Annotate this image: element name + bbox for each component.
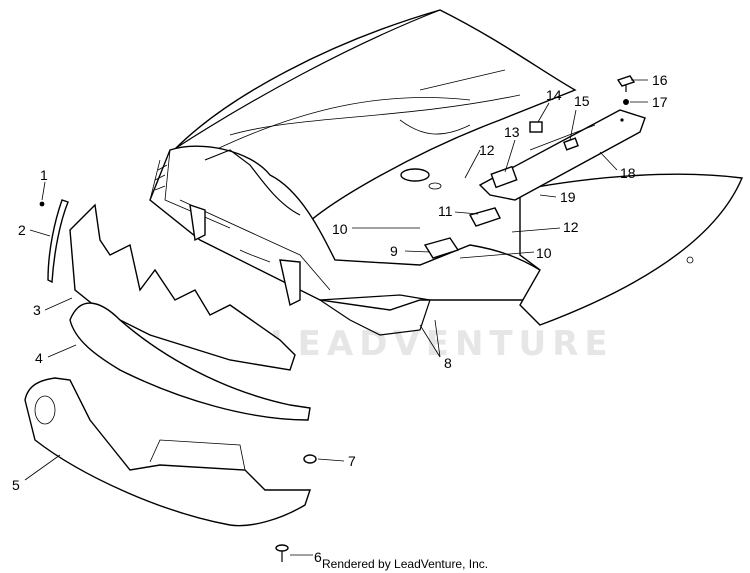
callout-5: 5	[12, 477, 20, 493]
part-2-strip	[47, 199, 69, 284]
callout-19: 19	[560, 189, 576, 205]
callout-18: 18	[620, 165, 636, 181]
callout-12-upper: 12	[479, 142, 495, 158]
watermark: LEADVENTURE	[270, 324, 614, 364]
callout-11: 11	[438, 203, 453, 219]
part-4-bumper-strip	[69, 302, 311, 421]
callout-14: 14	[546, 87, 562, 103]
callout-10-upper: 10	[332, 221, 348, 237]
callout-13: 13	[504, 124, 520, 140]
part-16-fastener	[616, 75, 636, 92]
part-3-bumper	[69, 203, 296, 371]
part-7-screw	[303, 454, 317, 464]
part-5-lower-pan	[24, 377, 311, 527]
footer-credit: Rendered by LeadVenture, Inc.	[322, 557, 488, 571]
callout-12-lower: 12	[563, 219, 579, 235]
callout-4: 4	[35, 350, 43, 366]
part-9-bracket	[423, 237, 460, 259]
callout-9: 9	[390, 243, 398, 259]
part-15-clip	[563, 137, 579, 151]
callout-6: 6	[314, 549, 322, 565]
callout-2: 2	[18, 222, 26, 238]
part-14-clip	[529, 121, 543, 133]
part-17-nut	[623, 99, 629, 105]
callout-17: 17	[652, 94, 668, 110]
part-11-bracket	[468, 207, 501, 227]
callout-7: 7	[348, 453, 356, 469]
callout-1: 1	[40, 167, 48, 183]
part-18-strip	[478, 109, 646, 201]
callout-15: 15	[574, 93, 590, 109]
callout-10-lower: 10	[536, 245, 552, 261]
leader-lines	[24, 79, 648, 556]
callout-8: 8	[444, 355, 452, 371]
part-6-screw	[275, 544, 289, 562]
part-1-pin	[39, 201, 45, 207]
windshield-panel	[519, 173, 744, 326]
callout-16: 16	[652, 72, 668, 88]
callout-3: 3	[33, 302, 41, 318]
